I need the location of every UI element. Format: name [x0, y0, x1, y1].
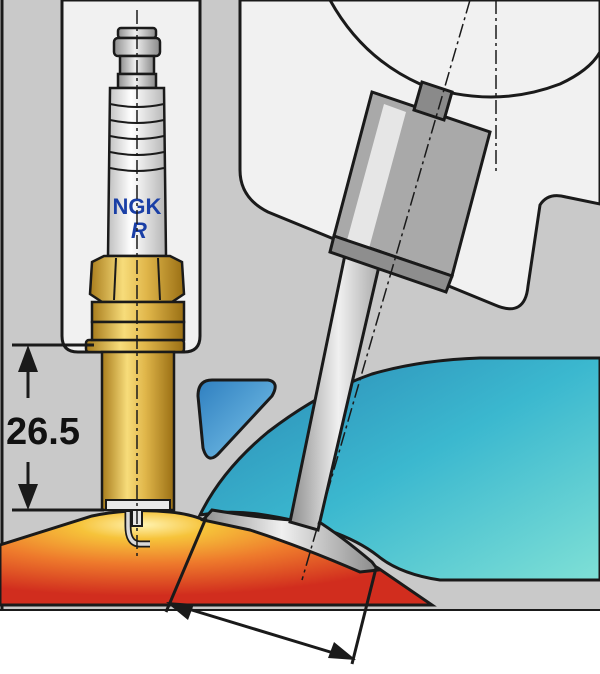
dimension-arrow-down	[18, 484, 38, 510]
valve-axis-centerline	[301, 0, 471, 581]
camshaft-lobe	[328, 0, 600, 99]
intake-valve-head	[200, 508, 381, 574]
water-jacket	[196, 378, 277, 460]
thread-reach-dimension: 26.5	[6, 343, 104, 512]
ngk-r-logo: R	[131, 218, 147, 243]
diameter-arrow-left	[166, 602, 194, 620]
diameter-arrow-right	[328, 642, 356, 660]
valve-diameter-dimension	[164, 517, 378, 665]
dimension-arrow-up	[18, 345, 38, 372]
valve-tappet	[328, 80, 492, 294]
dimension-value: 26.5	[6, 411, 80, 453]
spark-plug: NGK R	[84, 26, 186, 548]
